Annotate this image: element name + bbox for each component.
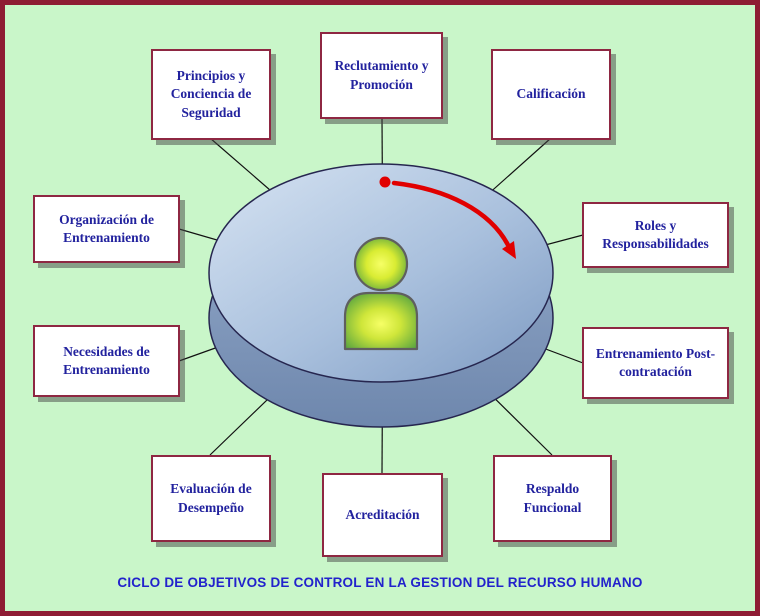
node-label: Entrenamiento Post-contratación (595, 345, 716, 379)
node-label: Principios y Conciencia de Seguridad (170, 68, 252, 120)
node-label: Organización de Entrenamiento (59, 211, 154, 245)
arrow-head (502, 241, 516, 259)
node-label: Reclutamiento y Promoción (334, 58, 429, 92)
node-calificacion: Calificación (491, 49, 611, 140)
person-icon (343, 236, 419, 351)
diagram-title: CICLO DE OBJETIVOS DE CONTROL EN LA GEST… (117, 575, 643, 590)
node-principios-conciencia-seguridad: Principios y Conciencia de Seguridad (151, 49, 271, 140)
node-organizacion-entrenamiento: Organización de Entrenamiento (33, 195, 180, 263)
node-acreditacion: Acreditación (322, 473, 443, 557)
node-label: Necesidades de Entrenamiento (63, 343, 150, 377)
person-body (343, 291, 419, 351)
person-head (353, 236, 409, 292)
node-label: Evaluación de Desempeño (170, 481, 252, 515)
arrow-curve (391, 180, 511, 248)
node-evaluacion-desempeno: Evaluación de Desempeño (151, 455, 271, 542)
node-label: Calificación (516, 86, 586, 102)
node-roles-responsabilidades: Roles y Responsabilidades (582, 202, 729, 268)
node-label: Respaldo Funcional (523, 481, 582, 515)
diagram-graphics (178, 117, 584, 474)
node-label: Roles y Responsabilidades (602, 217, 709, 251)
arrow-start-dot (379, 176, 391, 188)
node-necesidades-entrenamiento: Necesidades de Entrenamiento (33, 325, 180, 397)
node-reclutamiento-promocion: Reclutamiento y Promoción (320, 32, 443, 119)
node-label: Acreditación (345, 506, 420, 522)
node-respaldo-funcional: Respaldo Funcional (493, 455, 612, 542)
cycle-arrow-icon (379, 176, 516, 259)
node-entrenamiento-post-contratacion: Entrenamiento Post-contratación (582, 327, 729, 399)
